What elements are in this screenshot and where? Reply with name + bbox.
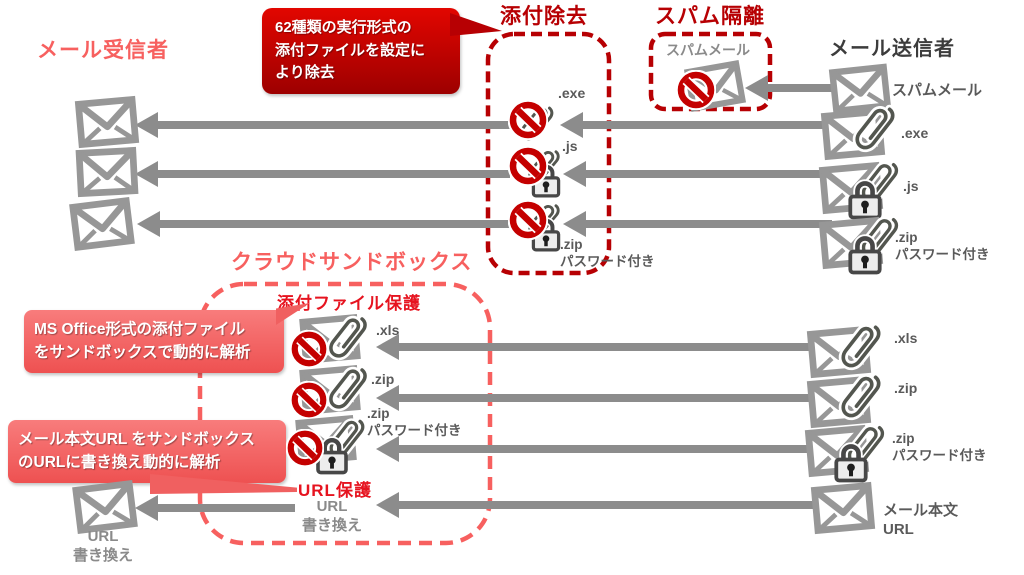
sender-zip-label: .zip パスワード付き xyxy=(895,230,990,262)
arrow-shaft xyxy=(580,121,832,129)
arrow-shaft xyxy=(157,220,510,228)
recipient-url-rewrite-label: URL 書き換え xyxy=(72,528,133,564)
removal-exe-label: .exe xyxy=(558,85,586,101)
arrow-head-icon xyxy=(376,436,399,462)
arrow-shaft xyxy=(765,84,832,92)
arrow-sender-js xyxy=(563,161,832,187)
url-protection-title: URL保護 xyxy=(298,481,372,500)
arrow-sender-zip xyxy=(563,211,832,237)
ms-office-callout: MS Office形式の添付ファイル をサンドボックスで動的に解析 xyxy=(24,310,284,373)
arrow-head-icon xyxy=(135,495,158,521)
spam-isolation-box xyxy=(648,31,773,112)
sandbox-xls-label: .xls xyxy=(376,322,400,338)
sender-zip-mail-icon xyxy=(820,213,900,275)
prohibition-icon xyxy=(508,100,548,140)
sandbox-url-rewrite-label: URL 書き換え xyxy=(301,498,362,534)
envelope-icon xyxy=(68,196,135,251)
sandbox-xls-mail-icon xyxy=(290,314,372,370)
sandbox-zip-pw-mail-icon xyxy=(286,415,372,475)
arrow-url-to-recipient xyxy=(135,495,295,521)
lock-icon xyxy=(832,441,870,483)
recipient-mail-icon xyxy=(71,200,133,248)
cloud-sandbox-box xyxy=(197,281,493,546)
arrow-shaft xyxy=(155,121,510,129)
removal-js-label: .js xyxy=(562,138,578,154)
mail-url-callout: メール本文URL をサンドボックス のURLに書き換え動的に解析 xyxy=(8,420,286,483)
recipient-rewritten-mail-icon xyxy=(74,483,136,531)
sender-zip2-label: .zip xyxy=(894,380,918,396)
arrow-shaft xyxy=(155,170,510,178)
attachment-removal-title: 添付除去 xyxy=(500,5,588,28)
sender-exe-mail-icon xyxy=(822,104,898,160)
arrow-head-icon xyxy=(376,492,399,518)
blocked-js-attachment-icon xyxy=(508,146,566,198)
exe-removal-callout: 62種類の実行形式の 添付ファイルを設定に より除去 xyxy=(262,8,460,94)
attachment-protection-title: 添付ファイル保護 xyxy=(277,294,421,313)
arrow-head-icon xyxy=(563,211,586,237)
prohibition-icon xyxy=(290,330,328,368)
arrow-shaft xyxy=(396,394,816,402)
sender-mailbody-icon xyxy=(812,484,874,532)
arrow-sender-mailbody xyxy=(376,492,816,518)
arrow-head-icon xyxy=(560,112,583,138)
arrow-shaft xyxy=(396,343,816,351)
arrow-head-icon xyxy=(376,385,399,411)
sandbox-zip-label: .zip xyxy=(371,371,395,387)
arrow-shaft xyxy=(396,445,816,453)
attachment-removal-box xyxy=(485,31,612,276)
arrow-head-icon xyxy=(135,112,158,138)
recipient-mail-icon xyxy=(76,98,138,146)
envelope-icon xyxy=(74,95,140,148)
prohibition-icon xyxy=(508,146,548,186)
arrow-sender-zip2 xyxy=(376,385,816,411)
sandbox-zip-mail-icon xyxy=(290,365,372,421)
blocked-exe-attachment-icon xyxy=(508,98,560,148)
sender-zip-pw-label: .zip パスワード付き xyxy=(892,431,987,463)
blocked-zip-attachment-icon xyxy=(508,200,566,252)
sender-mailbody-label: メール本文 URL xyxy=(883,502,959,538)
arrow-head-icon xyxy=(745,75,768,101)
envelope-icon xyxy=(75,146,139,197)
arrow-sender-xls xyxy=(376,334,816,360)
arrow-sender-zip-pw xyxy=(376,436,816,462)
arrow-exe-to-recipient xyxy=(135,112,510,138)
blocked-spam-mail-icon xyxy=(676,58,750,114)
prohibition-icon xyxy=(286,429,324,467)
arrow-shaft xyxy=(583,170,832,178)
sandbox-zip-pw-label: .zip パスワード付き xyxy=(367,406,462,438)
recipient-mail-icon xyxy=(76,148,138,196)
sender-exe-label: .exe xyxy=(901,125,929,141)
arrow-head-icon xyxy=(135,161,158,187)
removal-zip-label: .zip パスワード付き xyxy=(560,237,655,269)
arrow-shaft xyxy=(396,501,816,509)
arrow-sender-exe xyxy=(560,112,832,138)
sender-js-label: .js xyxy=(903,178,919,194)
envelope-icon xyxy=(810,481,876,534)
sender-xls-label: .xls xyxy=(894,330,918,346)
sender-spam-label: スパムメール xyxy=(892,82,983,99)
prohibition-icon xyxy=(508,200,548,240)
arrow-head-icon xyxy=(137,211,160,237)
arrow-sender-spam xyxy=(745,75,832,101)
cloud-sandbox-title: クラウドサンドボックス xyxy=(231,251,473,274)
arrow-head-icon xyxy=(563,161,586,187)
spam-isolation-title: スパム隔離 xyxy=(655,5,765,28)
sender-zip-pw-mail-icon xyxy=(806,421,886,483)
lock-icon xyxy=(846,233,884,275)
arrow-js-to-recipient xyxy=(135,161,510,187)
arrow-shaft xyxy=(583,220,832,228)
recipient-title: メール受信者 xyxy=(37,39,169,62)
prohibition-icon xyxy=(290,381,328,419)
arrow-shaft xyxy=(155,504,295,512)
sender-title: メール送信者 xyxy=(829,38,955,60)
prohibition-icon xyxy=(676,70,716,110)
envelope-icon xyxy=(71,479,138,534)
arrow-head-icon xyxy=(376,334,399,360)
spam-box-label: スパムメール xyxy=(666,42,750,58)
arrow-zip-to-recipient xyxy=(137,211,510,237)
